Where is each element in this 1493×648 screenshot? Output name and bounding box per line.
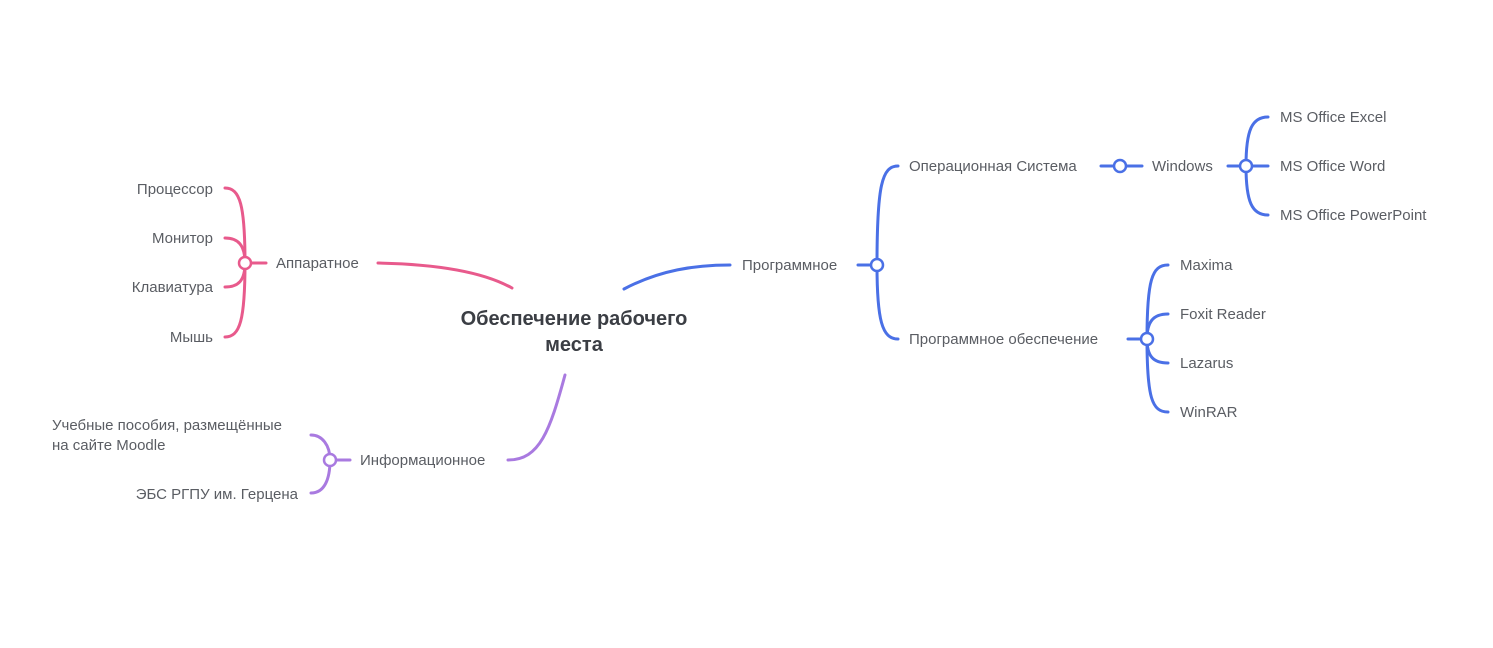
topic-library[interactable]: ЭБС РГПУ им. Герцена <box>136 486 299 503</box>
connector-hardware-to-mouse <box>223 261 247 339</box>
topic-keyboard[interactable]: Клавиатура <box>132 279 214 296</box>
topic-processor[interactable]: Процессор <box>137 181 213 198</box>
programs-collapse-toggle[interactable] <box>1139 331 1155 347</box>
connector-windows-to-excel <box>1244 115 1270 168</box>
connector-center-to-hardware <box>376 261 514 290</box>
central-topic-line-2: места <box>545 334 604 356</box>
central-topic[interactable]: Обеспечение рабочего места <box>461 308 688 356</box>
topic-information[interactable]: Информационное <box>360 452 485 469</box>
topic-software[interactable]: Программное <box>742 257 837 274</box>
connector-windows-to-powerpoint <box>1244 164 1270 217</box>
topic-powerpoint[interactable]: MS Office PowerPoint <box>1280 207 1427 224</box>
topic-excel[interactable]: MS Office Excel <box>1280 109 1386 126</box>
topic-maxima[interactable]: Maxima <box>1180 257 1233 274</box>
branch-information: Информационное Учебные пособия, размещён… <box>52 373 567 503</box>
connector-center-to-software <box>622 263 732 291</box>
connector-software-to-os <box>875 164 900 267</box>
connector-software-to-programs <box>875 263 900 341</box>
connector-hardware-to-processor <box>223 186 247 265</box>
topic-textbooks[interactable]: Учебные пособия, размещённые на сайте Mo… <box>52 417 282 454</box>
topic-mouse[interactable]: Мышь <box>170 329 213 346</box>
branch-hardware: Аппаратное Процессор Монитор Клавиатура … <box>132 181 514 346</box>
os-collapse-toggle[interactable] <box>1112 158 1128 174</box>
topic-monitor[interactable]: Монитор <box>152 230 213 247</box>
topic-windows[interactable]: Windows <box>1152 158 1213 175</box>
topic-foxit-reader[interactable]: Foxit Reader <box>1180 306 1266 323</box>
topic-textbooks-line-2: на сайте Moodle <box>52 437 165 454</box>
topic-textbooks-line-1: Учебные пособия, размещённые <box>52 417 282 434</box>
branch-software: Программное Операционная Система Windows… <box>622 109 1427 421</box>
hardware-collapse-toggle[interactable] <box>237 255 253 271</box>
topic-winrar[interactable]: WinRAR <box>1180 404 1238 421</box>
topic-programs[interactable]: Программное обеспечение <box>909 331 1098 348</box>
topic-operating-system[interactable]: Операционная Система <box>909 158 1077 175</box>
topic-word[interactable]: MS Office Word <box>1280 158 1385 175</box>
software-collapse-toggle[interactable] <box>869 257 885 273</box>
topic-hardware[interactable]: Аппаратное <box>276 255 359 272</box>
central-topic-line-1: Обеспечение рабочего <box>461 308 688 330</box>
information-collapse-toggle[interactable] <box>322 452 338 468</box>
connector-programs-to-winrar <box>1145 337 1170 414</box>
windows-collapse-toggle[interactable] <box>1238 158 1254 174</box>
connector-center-to-information <box>506 373 567 462</box>
topic-lazarus[interactable]: Lazarus <box>1180 355 1233 372</box>
connector-programs-to-maxima <box>1145 263 1170 341</box>
